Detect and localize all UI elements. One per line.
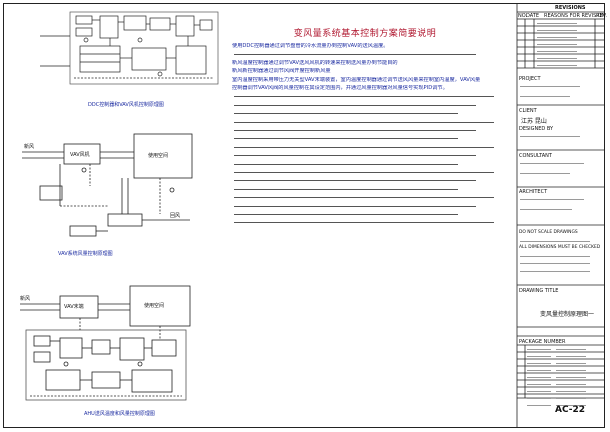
illegible-text-line (520, 96, 570, 97)
revision-col-no: NO. (518, 13, 528, 19)
drawing-title-label: DRAWING TITLE (519, 288, 559, 294)
illegible-text-line (520, 173, 570, 174)
illegible-text-line (520, 263, 590, 264)
drawing-title: 变风量控制原理图一 (540, 311, 595, 318)
illegible-text-line (234, 163, 458, 165)
notes-line: 使用DDC控制器通过调节盘管的冷水流量办到控制VAV的送风温度。 (232, 43, 389, 49)
illegible-text-line (234, 113, 458, 115)
notes-line: 新风新控制器通过调节风阀开度控制新风量 (232, 68, 331, 75)
revision-col-date: DATE (526, 13, 540, 19)
architect-label: ARCHITECT (519, 189, 548, 195)
illegible-text-line (556, 349, 586, 350)
notes-title: 变风量系统基本控制方案简要说明 (293, 29, 437, 39)
diagram3-vav-label: VAV末端 (64, 304, 84, 310)
diagram2-room-label: 使用空间 (148, 153, 169, 159)
illegible-text-line (520, 209, 572, 210)
diagram2-schematic (22, 133, 193, 237)
consultant-label: CONSULTANT (519, 153, 552, 159)
illegible-text-line (520, 270, 590, 272)
diagram3-fresh-air-label: 新风 (20, 296, 31, 302)
illegible-text-line (537, 30, 577, 31)
illegible-text-line (520, 136, 580, 137)
client-value: 江苏 昆山 (521, 118, 547, 125)
illegible-text-line (520, 255, 590, 257)
illegible-text-line (234, 130, 476, 131)
illegible-text-line (527, 356, 551, 357)
illegible-text-line (537, 37, 577, 38)
illegible-text-line (537, 65, 577, 66)
illegible-text-line (527, 405, 551, 406)
diagram3-caption: AHU送风温度和风量控制原理图 (84, 411, 155, 417)
illegible-text-line (556, 363, 586, 364)
illegible-text-line (234, 197, 494, 199)
illegible-text-line (234, 222, 494, 224)
illegible-text-line (527, 370, 551, 371)
illegible-text-line (234, 121, 494, 123)
illegible-text-line (520, 199, 584, 200)
title-block-grid (516, 3, 605, 428)
illegible-text-line (234, 146, 494, 148)
revision-col-rev: REV. (596, 13, 607, 19)
illegible-text-line (234, 180, 476, 182)
illegible-text-line (234, 188, 458, 190)
illegible-text-line (556, 356, 586, 357)
illegible-text-line (556, 391, 586, 392)
illegible-text-line (527, 398, 551, 399)
illegible-text-line (527, 363, 551, 364)
notice-line: DO NOT SCALE DRAWINGS (519, 230, 578, 235)
notice-line: ALL DIMENSIONS MUST BE CHECKED (519, 245, 601, 250)
diagram2-fresh-air-label: 新风 (24, 144, 35, 150)
revision-col-reasons: REASONS FOR REVISION (544, 13, 606, 19)
illegible-text-line (234, 138, 458, 140)
diagram1-caption: DDC控制器和VAV风机控制原理图 (88, 102, 164, 108)
illegible-text-line (234, 54, 476, 56)
illegible-text-line (556, 370, 586, 371)
notes-line: 室内温度控制采用带压力无关型VAV末端装置，室内温度控制器通过调节送风风量来控制… (232, 76, 481, 83)
diagram1-schematic (40, 11, 219, 85)
drawing-frame (3, 3, 605, 428)
client-label: CLIENT (519, 108, 537, 114)
notes-line: 控制器调节VAV风阀的风量控制在其设定范围内，并通过风量控制器对风量信号实现PI… (232, 85, 448, 91)
illegible-text-line (234, 205, 476, 207)
sheet-number: AC-22 (555, 405, 586, 415)
illegible-text-line (527, 377, 551, 378)
illegible-text-line (556, 405, 586, 406)
illegible-text-line (234, 155, 476, 157)
illegible-text-line (537, 44, 577, 45)
package-number-label: PACKAGE NUMBER (519, 339, 566, 345)
illegible-text-line (234, 104, 476, 106)
diagram3-room-label: 使用空间 (144, 303, 165, 309)
illegible-text-line (234, 96, 494, 98)
illegible-text-line (527, 391, 551, 392)
diagram3-schematic (20, 285, 191, 401)
illegible-text-line (520, 240, 590, 242)
diagram2-vav-box-label: VAV风机 (70, 152, 90, 158)
illegible-text-line (520, 86, 580, 87)
illegible-text-line (234, 214, 458, 215)
illegible-text-line (537, 23, 577, 24)
illegible-text-line (527, 384, 551, 385)
illegible-text-line (537, 51, 577, 52)
designed-by-label: DESIGNED BY (519, 126, 554, 132)
illegible-text-line (520, 163, 584, 164)
illegible-text-line (527, 349, 551, 350)
illegible-text-line (556, 377, 586, 378)
illegible-text-line (556, 398, 586, 399)
notes-line: 新风温度控制器通过调节VAV送风风机的转速来控制送风量办到节能目的 (232, 59, 398, 66)
illegible-text-line (556, 384, 586, 385)
illegible-text-line (537, 58, 577, 59)
diagram2-caption: VAV系统风量控制原理图 (58, 251, 113, 257)
revisions-header: REVISIONS (555, 5, 586, 11)
project-label: PROJECT (519, 76, 541, 82)
illegible-text-line (234, 172, 494, 173)
diagram2-return-air-label: 回风 (170, 213, 181, 219)
